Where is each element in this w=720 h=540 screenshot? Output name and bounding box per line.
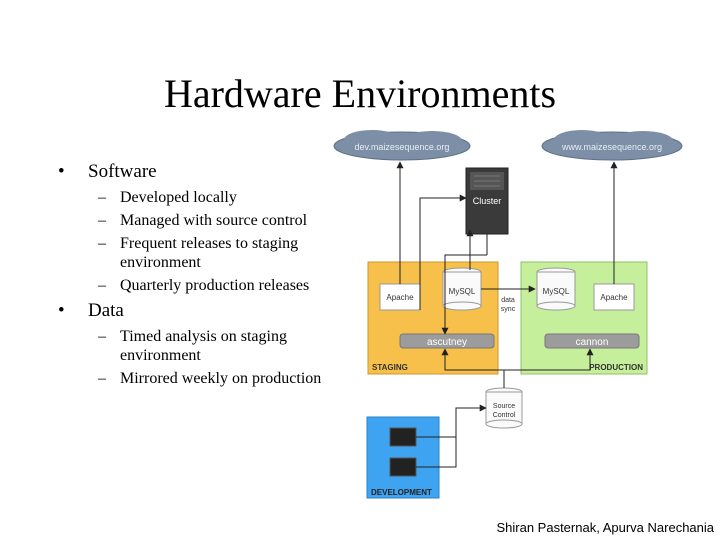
- source-control-db: Source Control: [485, 387, 523, 429]
- source-to-production-line: [503, 350, 591, 388]
- www-cloud-label: www.maizesequence.org: [561, 142, 662, 152]
- www-cloud: www.maizesequence.org: [541, 130, 683, 161]
- list-item-text: Timed analysis on staging environment: [120, 328, 287, 364]
- staging-server-label: ascutney: [427, 337, 467, 348]
- dash-marker: –: [98, 277, 106, 294]
- production-label: PRODUCTION: [589, 363, 643, 372]
- bullet-data: • Data: [58, 299, 358, 323]
- bullet-software: • Software: [58, 160, 358, 184]
- list-item: –Quarterly production releases: [58, 276, 358, 295]
- dash-marker: –: [98, 189, 106, 206]
- staging-environment: STAGING Apache MySQL ascutney: [367, 261, 499, 375]
- dev-to-source-arrow: [416, 404, 487, 438]
- footer-credit: Shiran Pasternak, Apurva Narechania: [496, 520, 714, 535]
- list-item-text: Mirrored weekly on production: [120, 370, 322, 387]
- staging-label: STAGING: [372, 363, 408, 372]
- staging-mysql-label: MySQL: [449, 287, 476, 296]
- dev-cloud-label: dev.maizesequence.org: [355, 142, 450, 152]
- production-mysql-label: MySQL: [543, 287, 570, 296]
- data-sync-label-1: data: [501, 297, 515, 304]
- data-sync-label-2: sync: [501, 306, 516, 313]
- bullet-list: •Software –Developed locally –Managed wi…: [58, 160, 358, 392]
- dash-marker: –: [98, 235, 106, 252]
- list-item: –Timed analysis on staging environment: [58, 327, 358, 365]
- source-control-label-1: Source: [493, 403, 515, 410]
- dev-cloud: dev.maizesequence.org: [333, 130, 471, 161]
- dash-marker: –: [98, 212, 106, 229]
- list-item-text: Managed with source control: [120, 212, 308, 229]
- list-item: –Managed with source control: [58, 211, 358, 230]
- production-environment: PRODUCTION MySQL Apache cannon: [520, 261, 648, 375]
- cluster-server: Cluster: [465, 167, 509, 235]
- development-label: DEVELOPMENT: [371, 488, 432, 497]
- dash-marker: –: [98, 328, 106, 345]
- data-subitems: –Timed analysis on staging environment –…: [58, 327, 358, 388]
- development-environment: DEVELOPMENT: [366, 416, 440, 499]
- diagram-connectors: [396, 161, 618, 468]
- software-subitems: –Developed locally –Managed with source …: [58, 188, 358, 295]
- bullet-dot: •: [58, 300, 65, 321]
- bullet-software-text: Software: [88, 161, 157, 182]
- production-apache-label: Apache: [600, 293, 628, 302]
- list-item-text: Frequent releases to staging environment: [120, 235, 299, 271]
- list-item-text: Developed locally: [120, 189, 237, 206]
- dash-marker: –: [98, 370, 106, 387]
- staging-apache-label: Apache: [386, 293, 414, 302]
- list-item: –Developed locally: [58, 188, 358, 207]
- list-item: –Frequent releases to staging environmen…: [58, 234, 358, 272]
- slide-title: Hardware Environments: [163, 71, 557, 116]
- dev2-to-source-line: [416, 437, 457, 468]
- bullet-data-text: Data: [88, 300, 124, 321]
- bullet-dot: •: [58, 161, 65, 182]
- list-item-text: Quarterly production releases: [120, 277, 310, 294]
- production-server-label: cannon: [576, 337, 609, 348]
- cluster-to-staging-arrow: [441, 254, 487, 335]
- cluster-label: Cluster: [473, 196, 502, 206]
- staging-to-cluster-arrow: [419, 194, 467, 310]
- source-control-label-2: Control: [493, 412, 516, 419]
- list-item: –Mirrored weekly on production: [58, 369, 358, 388]
